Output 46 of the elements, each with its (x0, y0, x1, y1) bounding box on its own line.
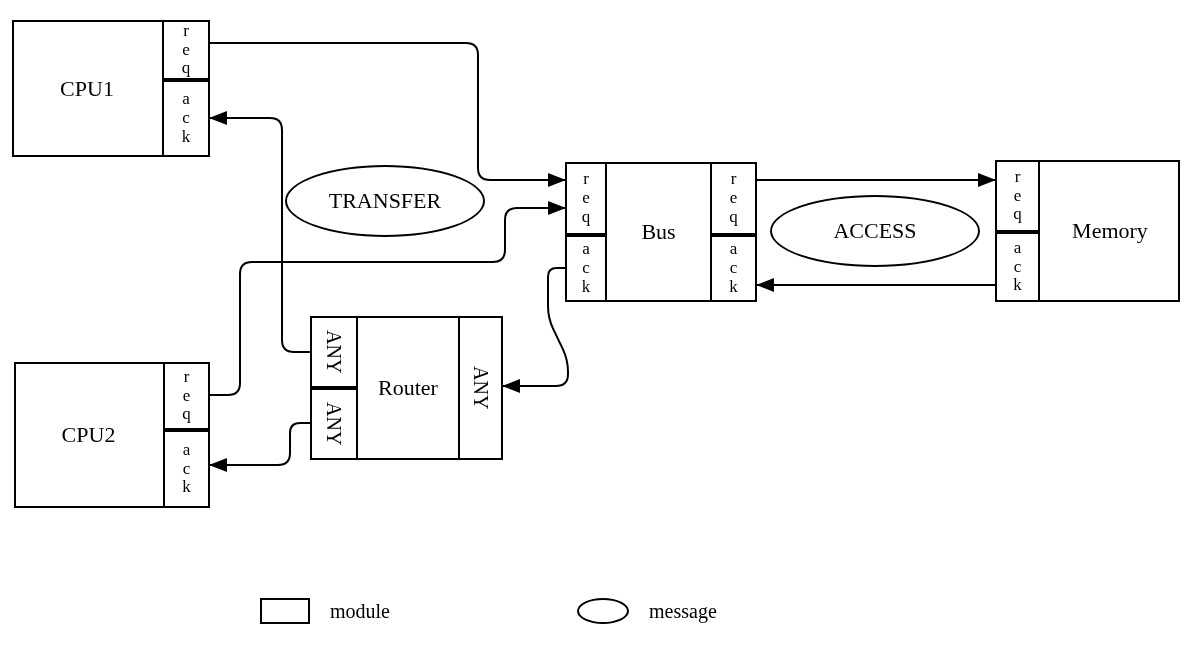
port-box (710, 235, 757, 302)
port-box (565, 162, 607, 235)
legend-label: module (330, 599, 390, 624)
port-label: req (1012, 167, 1023, 225)
port-label: ANY (470, 366, 491, 410)
module-box (14, 362, 210, 508)
module-label: Memory (1072, 220, 1148, 242)
module-box (12, 20, 210, 157)
port-box (995, 232, 1040, 302)
arrow (756, 278, 996, 292)
module-label: CPU1 (60, 77, 114, 100)
port-box (162, 80, 210, 157)
port-label: req (580, 170, 592, 227)
port-box (310, 316, 358, 388)
message-label: TRANSFER (328, 190, 442, 212)
module-label: Router (378, 377, 438, 399)
port-label: req (181, 367, 192, 425)
port-label: ack (728, 240, 739, 297)
arrow (756, 173, 996, 187)
port-box (565, 235, 607, 302)
arrow (209, 111, 311, 353)
message-label: ACCESS (833, 220, 917, 242)
module-box (310, 316, 503, 460)
arrow (209, 201, 566, 396)
port-label: ack (580, 240, 592, 297)
arrow (502, 267, 569, 393)
port-box (162, 20, 210, 80)
port-label: ANY (324, 330, 344, 374)
port-label: ack (180, 90, 192, 147)
legend-label: message (649, 599, 717, 625)
port-box (995, 160, 1040, 232)
port-label: ack (181, 440, 192, 498)
port-box (310, 388, 358, 460)
port-box (163, 430, 210, 508)
arrow (209, 422, 311, 472)
module-box (995, 160, 1180, 302)
port-box (163, 362, 210, 430)
module-box (565, 162, 757, 302)
module-label: CPU2 (61, 424, 116, 446)
port-label: req (180, 21, 192, 79)
port-box (710, 162, 757, 235)
arrow (209, 42, 566, 187)
port-label: ANY (324, 402, 344, 446)
port-label: req (728, 170, 739, 227)
module-label: Bus (641, 221, 676, 243)
port-label: ack (1012, 238, 1023, 296)
